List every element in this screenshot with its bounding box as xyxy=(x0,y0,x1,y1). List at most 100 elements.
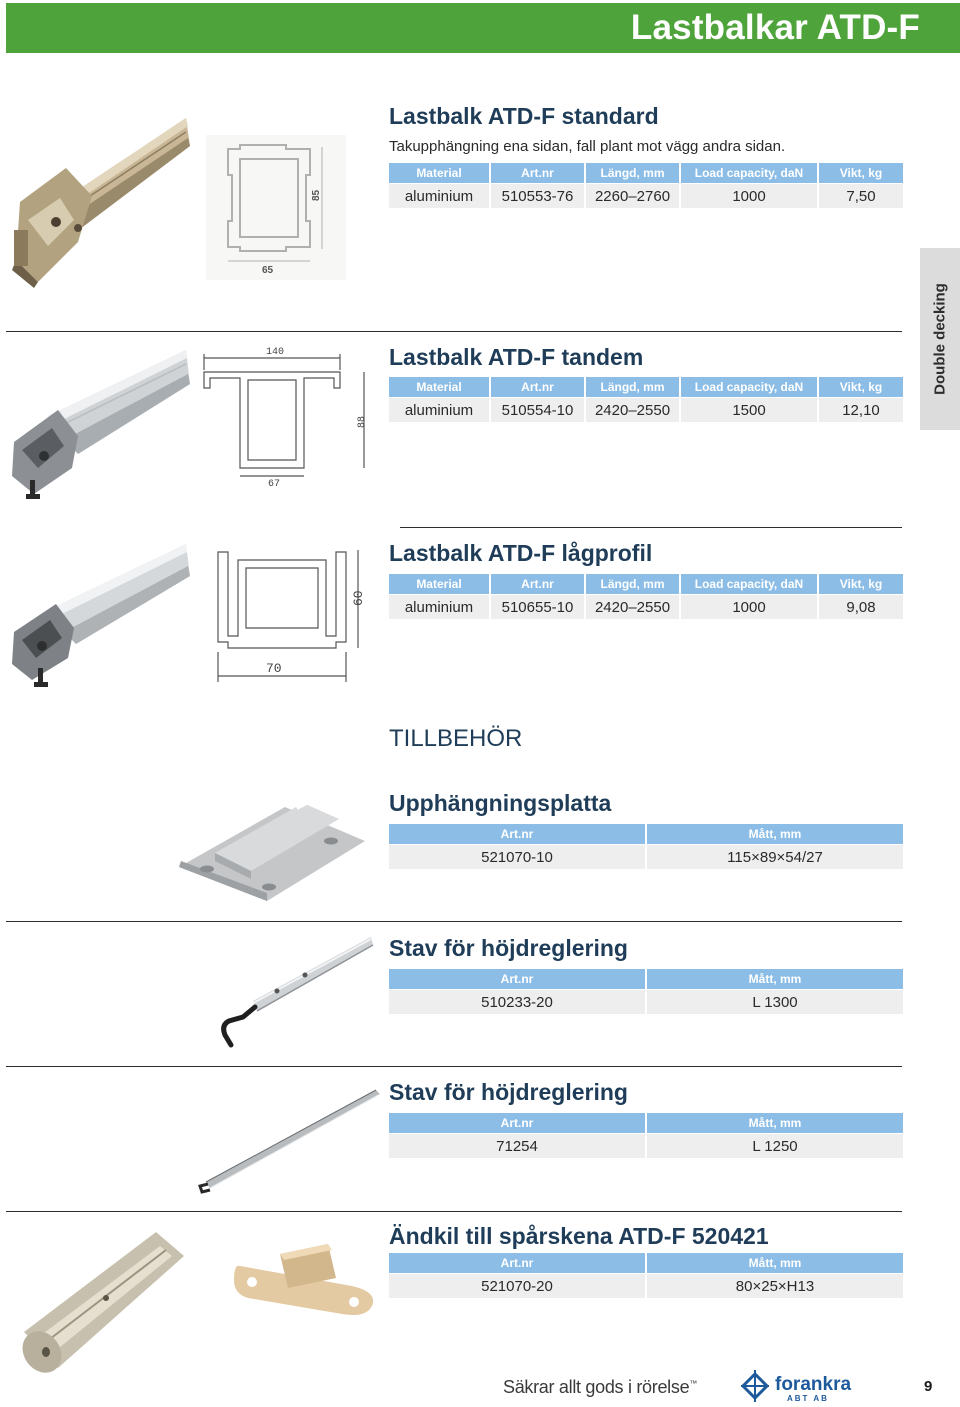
col-header-artnr: Art.nr xyxy=(389,824,645,844)
beam-tandem-photo xyxy=(12,350,190,499)
cell-artnr: 521070-10 xyxy=(389,844,645,869)
dim-label-67: 67 xyxy=(268,479,280,490)
col-header-material: Material xyxy=(389,163,489,183)
accessory-title-plate: Upphängningsplatta xyxy=(389,790,612,816)
table-row: 71254 L 1250 xyxy=(389,1133,903,1158)
footer-slogan: Säkrar allt gods i rörelse™ xyxy=(503,1377,697,1398)
beam-standard-drawing: 85 65 xyxy=(206,135,346,280)
page-number: 9 xyxy=(924,1378,933,1395)
table-header-row: Material Art.nr Längd, mm Load capacity,… xyxy=(389,574,903,594)
col-header-dimensions: Mått, mm xyxy=(647,1113,903,1133)
dim-label-60: 60 xyxy=(351,590,366,606)
cell-load: 1000 xyxy=(681,183,817,208)
cell-length: 2420–2550 xyxy=(586,594,679,619)
product-title-lagprofil: Lastbalk ATD-F lågprofil xyxy=(389,540,653,566)
cell-artnr: 510553-76 xyxy=(491,183,584,208)
section-divider xyxy=(400,527,902,528)
col-header-load: Load capacity, daN xyxy=(681,377,817,397)
table-header-row: Art.nr Mått, mm xyxy=(389,1113,903,1133)
section-divider xyxy=(6,921,902,922)
table-row: aluminium 510655-10 2420–2550 1000 9,08 xyxy=(389,594,903,619)
track-rail-photo xyxy=(22,1232,184,1373)
page-title: Lastbalkar ATD-F xyxy=(630,8,920,47)
beam-lagprofil-drawing: 60 70 xyxy=(217,550,366,682)
product-title-tandem: Lastbalk ATD-F tandem xyxy=(389,344,644,370)
accessories-heading: TILLBEHÖR xyxy=(389,725,523,752)
table-header-row: Art.nr Mått, mm xyxy=(389,969,903,989)
beam-tandem-drawing: 140 88 67 xyxy=(203,347,368,490)
cell-artnr: 71254 xyxy=(389,1133,645,1158)
cell-length: 2260–2760 xyxy=(586,183,679,208)
col-header-artnr: Art.nr xyxy=(491,377,584,397)
col-header-load: Load capacity, daN xyxy=(681,574,817,594)
col-header-artnr: Art.nr xyxy=(389,1113,645,1133)
table-row: 510233-20 L 1300 xyxy=(389,989,903,1014)
col-header-artnr: Art.nr xyxy=(389,1253,645,1273)
cell-artnr: 510554-10 xyxy=(491,397,584,422)
cell-artnr: 510233-20 xyxy=(389,989,645,1014)
col-header-artnr: Art.nr xyxy=(491,163,584,183)
forankra-logo-icon xyxy=(740,1370,770,1402)
table-header-row: Material Art.nr Längd, mm Load capacity,… xyxy=(389,377,903,397)
mounting-plate-photo xyxy=(179,797,365,901)
col-header-weight: Vikt, kg xyxy=(819,163,903,183)
table-row: aluminium 510554-10 2420–2550 1500 12,10 xyxy=(389,397,903,422)
col-header-dimensions: Mått, mm xyxy=(647,1253,903,1273)
section-divider xyxy=(6,331,902,332)
col-header-artnr: Art.nr xyxy=(389,969,645,989)
table-header-row: Material Art.nr Längd, mm Load capacity,… xyxy=(389,163,903,183)
col-header-length: Längd, mm xyxy=(586,574,679,594)
col-header-length: Längd, mm xyxy=(586,163,679,183)
cell-load: 1000 xyxy=(681,594,817,619)
spec-table-rod-1: Art.nr Mått, mm 510233-20 L 1300 xyxy=(387,969,905,1014)
spec-table-rod-2: Art.nr Mått, mm 71254 L 1250 xyxy=(387,1113,905,1158)
table-row: 521070-10 115×89×54/27 xyxy=(389,844,903,869)
end-wedge-photo xyxy=(234,1244,374,1315)
cell-weight: 7,50 xyxy=(819,183,903,208)
table-row: aluminium 510553-76 2260–2760 1000 7,50 xyxy=(389,183,903,208)
spec-table-tandem: Material Art.nr Längd, mm Load capacity,… xyxy=(387,377,905,422)
cell-dimensions: 115×89×54/27 xyxy=(647,844,903,869)
dim-label-140: 140 xyxy=(266,347,284,358)
beam-lagprofil-photo xyxy=(12,544,190,687)
accessory-title-rod-2: Stav för höjdreglering xyxy=(389,1079,628,1105)
dim-label-65: 65 xyxy=(262,265,274,276)
cell-weight: 12,10 xyxy=(819,397,903,422)
dim-label-85: 85 xyxy=(311,189,322,201)
cell-material: aluminium xyxy=(389,594,489,619)
col-header-dimensions: Mått, mm xyxy=(647,824,903,844)
beam-standard-photo xyxy=(12,118,190,288)
adjust-rod-flat-photo xyxy=(198,1089,381,1194)
col-header-load: Load capacity, daN xyxy=(681,163,817,183)
cell-dimensions: 80×25×H13 xyxy=(647,1273,903,1298)
dim-label-70: 70 xyxy=(266,661,282,676)
table-header-row: Art.nr Mått, mm xyxy=(389,1253,903,1273)
cell-artnr: 510655-10 xyxy=(491,594,584,619)
cell-material: aluminium xyxy=(389,397,489,422)
dim-label-88: 88 xyxy=(357,416,368,428)
cell-dimensions: L 1300 xyxy=(647,989,903,1014)
trademark-symbol: ™ xyxy=(689,1379,697,1388)
spec-table-lagprofil: Material Art.nr Längd, mm Load capacity,… xyxy=(387,574,905,619)
adjust-rod-photo xyxy=(221,937,374,1048)
footer-slogan-text: Säkrar allt gods i rörelse xyxy=(503,1377,690,1397)
product-subtitle-standard: Takupphängning ena sidan, fall plant mot… xyxy=(389,138,786,155)
spec-table-standard: Material Art.nr Längd, mm Load capacity,… xyxy=(387,163,905,208)
cell-length: 2420–2550 xyxy=(586,397,679,422)
col-header-length: Längd, mm xyxy=(586,377,679,397)
col-header-material: Material xyxy=(389,574,489,594)
logo-subtext: ABT AB xyxy=(787,1394,829,1403)
col-header-weight: Vikt, kg xyxy=(819,377,903,397)
section-divider xyxy=(6,1211,902,1212)
side-tab: Double decking xyxy=(920,248,960,430)
table-header-row: Art.nr Mått, mm xyxy=(389,824,903,844)
cell-weight: 9,08 xyxy=(819,594,903,619)
accessory-title-end-wedge: Ändkil till spårskena ATD-F 520421 xyxy=(389,1223,769,1249)
logo-wordmark: forankra xyxy=(775,1374,851,1395)
table-row: 521070-20 80×25×H13 xyxy=(389,1273,903,1298)
cell-dimensions: L 1250 xyxy=(647,1133,903,1158)
spec-table-plate: Art.nr Mått, mm 521070-10 115×89×54/27 xyxy=(387,824,905,869)
cell-load: 1500 xyxy=(681,397,817,422)
cell-artnr: 521070-20 xyxy=(389,1273,645,1298)
col-header-weight: Vikt, kg xyxy=(819,574,903,594)
